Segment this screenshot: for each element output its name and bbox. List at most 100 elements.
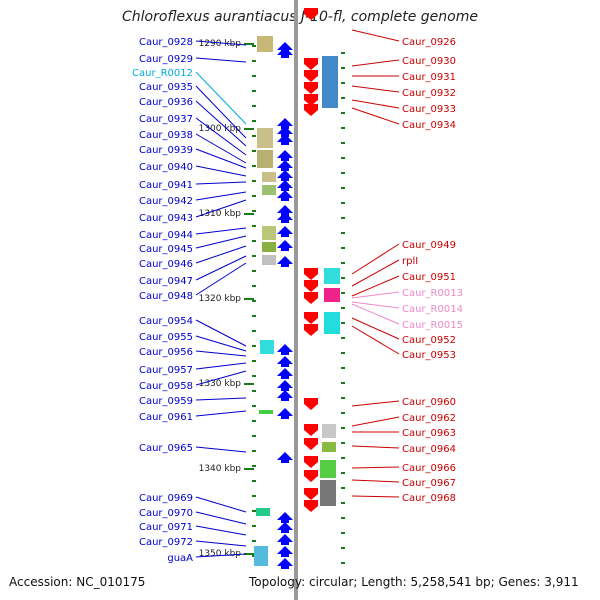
leader-line	[195, 40, 247, 46]
gene-arrow-plus	[277, 452, 293, 463]
track-tick	[252, 135, 256, 137]
leader-line	[195, 117, 247, 156]
leader-line	[195, 397, 247, 401]
leader-line	[351, 416, 400, 427]
track-tick	[252, 345, 256, 347]
gene-label-left: Caur_0956	[139, 347, 193, 358]
leader-line	[351, 85, 400, 93]
gene-block-plus	[262, 255, 276, 265]
leader-line	[351, 479, 400, 483]
leader-line	[195, 540, 247, 547]
gene-label-left: Caur_R0012	[132, 68, 193, 79]
leader-line	[195, 410, 247, 417]
gene-label-right: Caur_0952	[402, 335, 456, 346]
track-tick	[252, 285, 256, 287]
track-tick	[252, 510, 256, 512]
track-tick	[341, 142, 345, 144]
track-tick	[341, 487, 345, 489]
gene-arrow-plus	[277, 390, 293, 401]
leader-line	[195, 199, 247, 218]
gene-label-left: Caur_0948	[139, 291, 193, 302]
leader-line	[195, 255, 247, 281]
gene-arrow-minus	[304, 70, 318, 82]
gene-arrow-plus	[277, 134, 293, 145]
leader-line	[195, 165, 247, 177]
track-tick	[341, 397, 345, 399]
leader-line	[351, 303, 400, 325]
track-tick	[252, 75, 256, 77]
gene-block-minus	[320, 460, 336, 478]
leader-line	[195, 181, 247, 185]
track-tick	[252, 270, 256, 272]
gene-label-left: Caur_0972	[139, 537, 193, 548]
gene-arrow-plus	[277, 512, 293, 523]
gene-label-right: Caur_0926	[402, 37, 456, 48]
gene-arrow-minus	[304, 292, 318, 304]
gene-block-minus	[322, 424, 336, 438]
scale-label: 1330 kbp	[199, 379, 242, 389]
gene-block-minus	[320, 480, 336, 506]
track-tick	[341, 502, 345, 504]
gene-label-left: Caur_0947	[139, 276, 193, 287]
gene-label-left: Caur_0929	[139, 54, 193, 65]
gene-label-right: Caur_0963	[402, 428, 456, 439]
track-tick	[341, 217, 345, 219]
gene-arrow-minus	[304, 424, 318, 436]
leader-line	[351, 243, 400, 275]
gene-label-left: Caur_0958	[139, 381, 193, 392]
leader-line	[351, 400, 400, 407]
gene-block-minus	[324, 312, 340, 334]
gene-arrow-minus	[304, 438, 318, 450]
gene-block-plus	[257, 150, 273, 168]
gene-label-left: Caur_0928	[139, 37, 193, 48]
gene-arrow-minus	[304, 470, 318, 482]
scale-tick	[244, 213, 254, 215]
leader-line	[351, 301, 400, 309]
leader-line	[195, 85, 247, 139]
track-tick	[252, 405, 256, 407]
gene-block-plus	[257, 128, 273, 148]
track-tick	[252, 540, 256, 542]
gene-arrow-minus	[304, 500, 318, 512]
gene-label-left: Caur_0941	[139, 180, 193, 191]
gene-block-minus	[322, 442, 336, 452]
gene-label-right: Caur_0932	[402, 88, 456, 99]
genome-stats-text: Topology: circular; Length: 5,258,541 bp…	[249, 575, 579, 589]
gene-block-plus	[262, 226, 276, 240]
gene-label-left: Caur_0937	[139, 114, 193, 125]
gene-label-left: Caur_0938	[139, 130, 193, 141]
gene-label-left: Caur_0955	[139, 332, 193, 343]
scale-label: 1300 kbp	[199, 124, 242, 134]
track-tick	[252, 330, 256, 332]
track-tick	[252, 375, 256, 377]
gene-arrow-plus	[277, 534, 293, 545]
leader-line	[351, 325, 400, 355]
track-tick	[341, 277, 345, 279]
track-tick	[252, 360, 256, 362]
scale-tick	[244, 298, 254, 300]
gene-arrow-plus	[277, 170, 293, 181]
gene-label-left: Caur_0935	[139, 82, 193, 93]
leader-line	[195, 235, 247, 249]
scale-tick	[244, 383, 254, 385]
leader-line	[195, 335, 247, 352]
gene-arrow-plus	[277, 356, 293, 367]
leader-line	[195, 100, 247, 147]
gene-arrow-plus	[277, 256, 293, 267]
track-tick	[252, 420, 256, 422]
scale-label: 1290 kbp	[199, 39, 242, 49]
leader-line	[351, 291, 400, 299]
gene-label-right: Caur_0951	[402, 272, 456, 283]
leader-line	[195, 148, 247, 169]
track-tick	[252, 390, 256, 392]
track-tick	[341, 292, 345, 294]
leader-line	[195, 227, 247, 235]
gene-label-right: Caur_0949	[402, 240, 456, 251]
track-tick	[341, 82, 345, 84]
track-tick	[252, 195, 256, 197]
gene-label-left: Caur_0936	[139, 97, 193, 108]
gene-label-right: Caur_0953	[402, 350, 456, 361]
track-tick	[252, 90, 256, 92]
gene-arrow-plus	[277, 160, 293, 171]
